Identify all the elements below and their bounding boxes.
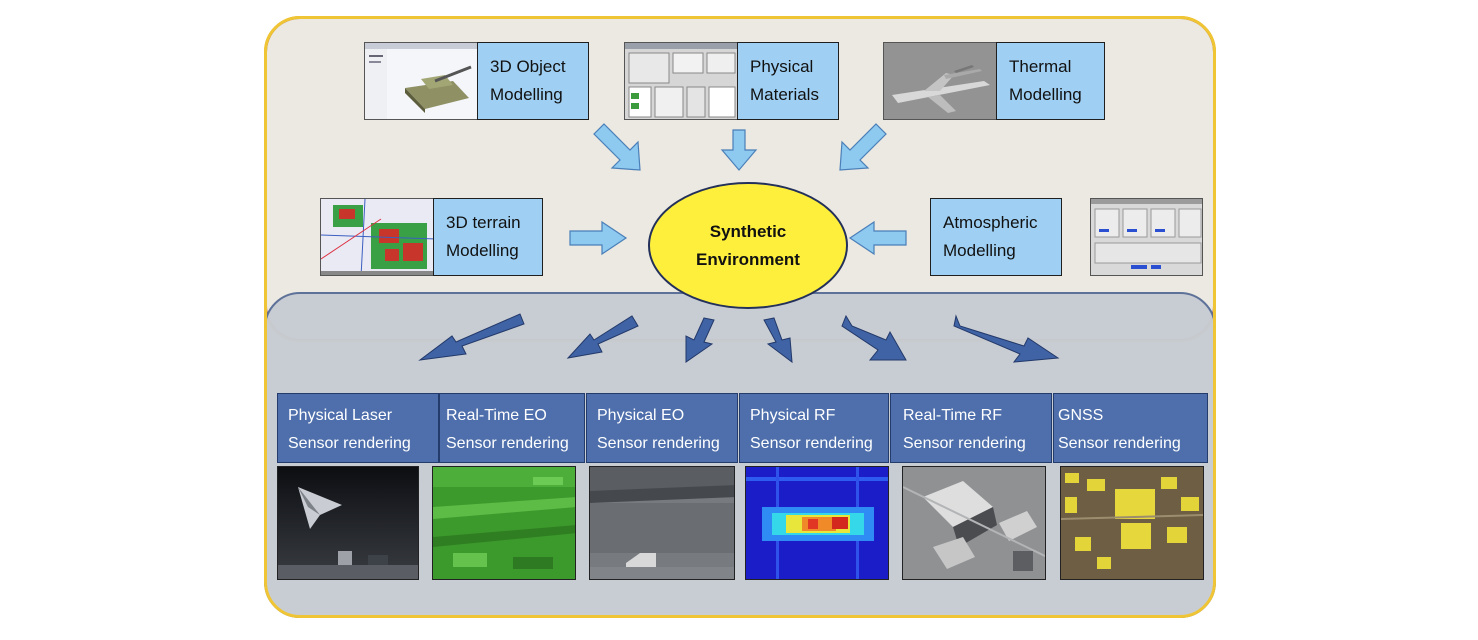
3d-object-modelling-label: 3D Object Modelling — [477, 42, 589, 120]
3d-terrain-modelling-label: 3D terrain Modelling — [433, 198, 543, 276]
rt-rf-render-image — [902, 466, 1046, 580]
terrain-thumbnail — [320, 198, 434, 276]
atmospheric-modelling-label: Atmospheric Modelling — [930, 198, 1062, 276]
arrow-to-rt-rf — [841, 314, 907, 361]
sensor-header-laser: Physical Laser Sensor rendering — [277, 393, 439, 463]
sensor-line1: Real-Time EO — [446, 407, 547, 424]
center-line2: Environment — [696, 249, 800, 269]
rt-eo-render-image — [432, 466, 576, 580]
sensor-header-physical-eo: Physical EO Sensor rendering — [586, 393, 738, 463]
aircraft-thermal-image — [884, 43, 996, 119]
arrow-to-rt-eo — [566, 315, 639, 359]
sensor-line2: Sensor rendering — [1058, 435, 1181, 452]
arrow-from-thermal — [839, 123, 887, 171]
thermal-modelling-label: Thermal Modelling — [996, 42, 1105, 120]
arrow-from-atmospheric — [848, 220, 907, 256]
sensor-line1: Real-Time RF — [903, 407, 1002, 424]
terrain-map-image — [321, 199, 433, 275]
sensor-header-rt-eo: Real-Time EO Sensor rendering — [439, 393, 585, 463]
label-line2: Modelling — [490, 85, 563, 104]
label-line2: Materials — [750, 85, 819, 104]
sensor-line1: Physical Laser — [288, 407, 393, 424]
center-line1: Synthetic — [709, 221, 787, 241]
arrow-to-gnss — [953, 314, 1060, 363]
sensor-header-rt-rf: Real-Time RF Sensor rendering — [890, 393, 1052, 463]
sensor-line1: GNSS — [1058, 407, 1104, 424]
synthetic-environment-node: Synthetic Environment — [648, 182, 848, 309]
materials-ui-image — [625, 43, 737, 118]
tank-model-image — [365, 43, 477, 119]
sensor-line2: Sensor rendering — [446, 435, 569, 452]
physical-rf-render-image — [745, 466, 889, 580]
sensor-header-gnss: GNSS Sensor rendering — [1053, 393, 1208, 463]
laser-render-image — [277, 466, 419, 580]
arrow-from-physical-materials — [720, 129, 758, 171]
label-line2: Modelling — [1009, 85, 1082, 104]
sensor-line2: Sensor rendering — [597, 435, 720, 452]
gnss-render-image — [1060, 466, 1204, 580]
sensor-line2: Sensor rendering — [750, 435, 873, 452]
arrow-to-laser — [418, 313, 525, 361]
label-line2: Modelling — [446, 241, 519, 260]
physical-materials-thumbnail — [624, 42, 738, 120]
atmospheric-ui-image — [1091, 199, 1202, 275]
physical-materials-label: Physical Materials — [737, 42, 839, 120]
arrow-from-3d-object — [593, 123, 641, 171]
atmospheric-thumbnail — [1090, 198, 1203, 276]
sensor-header-physical-rf: Physical RF Sensor rendering — [739, 393, 889, 463]
label-line1: Atmospheric — [943, 213, 1038, 232]
arrow-from-terrain — [569, 220, 628, 256]
sensor-line2: Sensor rendering — [288, 435, 411, 452]
sensor-line1: Physical EO — [597, 407, 685, 424]
physical-eo-render-image — [589, 466, 735, 580]
label-line1: 3D terrain — [446, 213, 521, 232]
label-line1: Physical — [750, 57, 814, 76]
sensor-line1: Physical RF — [750, 407, 836, 424]
label-line2: Modelling — [943, 241, 1016, 260]
3d-object-thumbnail — [364, 42, 478, 120]
arrow-to-physical-rf — [763, 317, 793, 364]
arrow-to-physical-eo — [685, 317, 715, 363]
label-line1: Thermal — [1009, 57, 1072, 76]
label-line1: 3D Object — [490, 57, 566, 76]
sensor-line2: Sensor rendering — [903, 435, 1026, 452]
